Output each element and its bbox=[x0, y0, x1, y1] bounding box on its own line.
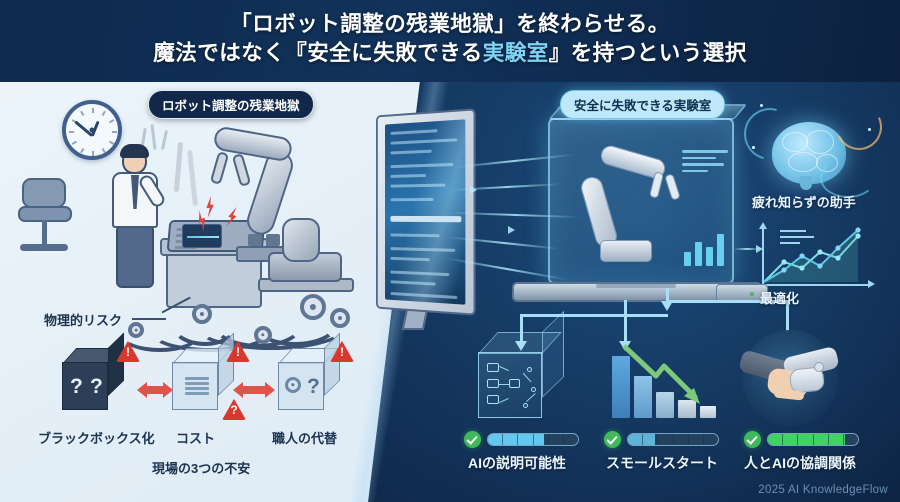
cost-bar bbox=[656, 392, 674, 418]
brain-icon bbox=[772, 122, 846, 184]
check-icon bbox=[604, 431, 621, 448]
gear-icon bbox=[254, 326, 272, 344]
concern-cube-cost bbox=[172, 332, 234, 410]
warning-icon: ! bbox=[330, 340, 354, 362]
risk-label: 物理的リスク bbox=[44, 313, 123, 328]
outcome-progress-0 bbox=[464, 431, 579, 448]
sparkle bbox=[868, 128, 871, 131]
wall-clock-icon bbox=[62, 100, 122, 160]
title-band bbox=[0, 0, 900, 82]
robot-wrist-joint bbox=[814, 362, 824, 372]
laptop-trackpad bbox=[596, 284, 676, 288]
office-chair-base bbox=[20, 244, 68, 251]
sparkle bbox=[752, 146, 755, 149]
title-line-2-after: 』を持つという選択 bbox=[548, 40, 747, 65]
bidirectional-arrow bbox=[233, 382, 275, 398]
concerns-caption: 現場の3つの不安 bbox=[152, 461, 251, 476]
worker-hair bbox=[120, 144, 149, 158]
bidirectional-arrow bbox=[137, 382, 173, 398]
downward-trend-arrow bbox=[622, 344, 700, 404]
chart-feed-arrow bbox=[734, 248, 760, 250]
cable bbox=[120, 318, 200, 352]
gear-icon bbox=[128, 322, 144, 338]
gear-icon bbox=[192, 304, 212, 324]
page-title: 「ロボット調整の残業地獄」を終わらせる。 魔法ではなく『安全に失敗できる実験室』… bbox=[0, 10, 900, 68]
worker-legs bbox=[116, 226, 154, 288]
progress-bar[interactable] bbox=[767, 433, 859, 446]
outcome-progress-1 bbox=[604, 431, 719, 448]
stream-arrowhead bbox=[470, 186, 477, 194]
left-panel-badge: ロボット調整の残業地獄 bbox=[148, 90, 314, 119]
optimize-label: 最適化 bbox=[760, 291, 800, 306]
concern-cube-craftsman: ? bbox=[278, 332, 340, 410]
check-icon bbox=[744, 431, 761, 448]
cost-bar bbox=[612, 356, 630, 418]
progress-bar[interactable] bbox=[627, 433, 719, 446]
warning-question-icon: ? bbox=[222, 398, 246, 420]
brain-stem bbox=[800, 176, 812, 190]
warning-icon: ! bbox=[226, 340, 250, 362]
risk-leader-line bbox=[132, 318, 166, 320]
gear-icon bbox=[300, 294, 326, 320]
office-chair-back bbox=[22, 178, 66, 208]
progress-fill bbox=[488, 434, 544, 445]
sparkle bbox=[760, 104, 763, 107]
outcome-label-1: スモールスタート bbox=[606, 455, 718, 471]
cost-bar bbox=[634, 376, 652, 418]
chart-lines bbox=[763, 227, 861, 283]
concern-label-2: 職人の代替 bbox=[272, 431, 338, 446]
cost-bar bbox=[700, 406, 716, 418]
title-line-2-before: 魔法ではなく『安全に失敗できる bbox=[153, 40, 483, 65]
branch-connector bbox=[520, 314, 668, 317]
branch-connector bbox=[666, 300, 788, 303]
server-led bbox=[750, 292, 754, 296]
branch-arrow-center bbox=[619, 300, 630, 351]
title-line-2: 魔法ではなく『安全に失敗できる実験室』を持つという選択 bbox=[0, 39, 900, 68]
stream-arrowhead bbox=[508, 226, 515, 234]
concern-label-0: ブラックボックス化 bbox=[38, 431, 155, 446]
outcome-label-2: 人とAIの協調関係 bbox=[744, 455, 856, 471]
lab-readout-lines bbox=[682, 150, 730, 176]
right-panel-badge: 安全に失敗できる実験室 bbox=[560, 90, 726, 119]
assistant-label: 疲れ知らずの助手 bbox=[752, 195, 856, 210]
worker-necktie bbox=[131, 175, 139, 209]
office-chair-pole bbox=[42, 220, 47, 248]
cable bbox=[196, 306, 346, 350]
lab-mini-bar-chart bbox=[684, 228, 726, 266]
check-icon bbox=[464, 431, 481, 448]
title-highlight: 実験室 bbox=[482, 40, 549, 65]
branch-arrow-left bbox=[515, 314, 526, 351]
optimization-line-chart bbox=[758, 222, 876, 292]
cost-bar bbox=[678, 400, 696, 418]
progress-bar[interactable] bbox=[487, 433, 579, 446]
outcome-label-0: AIの説明可能性 bbox=[468, 455, 566, 471]
equipment-knob bbox=[248, 234, 262, 246]
concern-label-1: コスト bbox=[176, 431, 216, 446]
chart-feed-arrowhead bbox=[756, 245, 763, 253]
progress-fill bbox=[768, 434, 845, 445]
equipment-knob bbox=[266, 234, 280, 246]
branch-stem bbox=[661, 288, 672, 311]
concern-cube-blackbox: ? ? bbox=[62, 332, 124, 410]
warning-icon: ! bbox=[116, 340, 140, 362]
energy-swirl bbox=[820, 158, 876, 198]
robot-arm-joint bbox=[282, 218, 320, 262]
footer-credit: 2025 AI KnowledgeFlow bbox=[758, 484, 888, 496]
lab-robot-base bbox=[600, 240, 652, 262]
progress-fill bbox=[628, 434, 655, 445]
console-display bbox=[182, 224, 222, 248]
outcome-progress-2 bbox=[744, 431, 859, 448]
explainability-cube-icon bbox=[478, 310, 564, 418]
lightning-bolt-icon bbox=[206, 196, 214, 218]
gear-icon bbox=[330, 308, 350, 328]
title-line-1: 「ロボット調整の残業地獄」を終わらせる。 bbox=[230, 12, 670, 36]
